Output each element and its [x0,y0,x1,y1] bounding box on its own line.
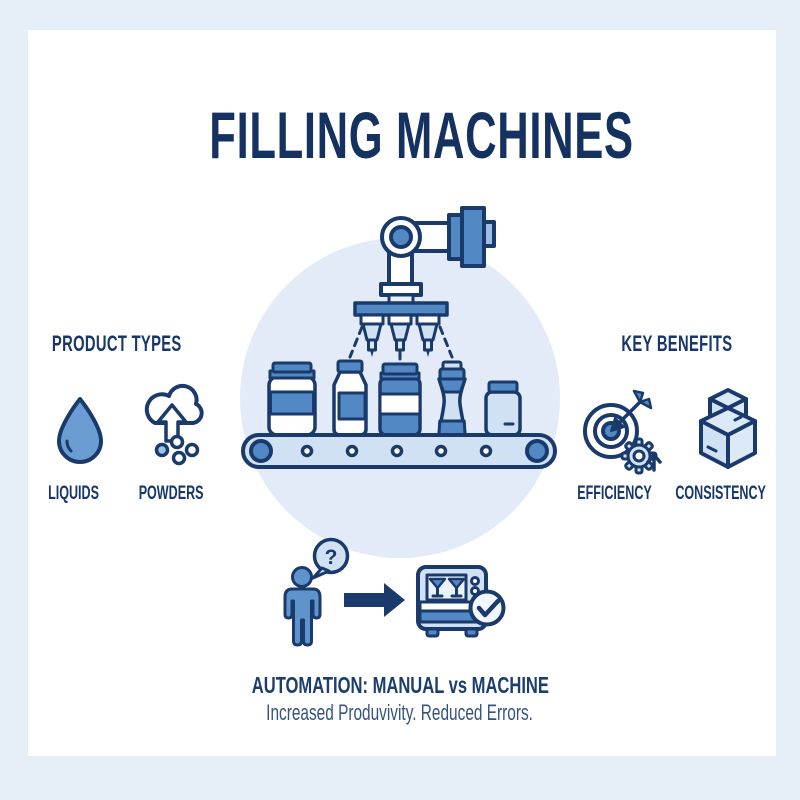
container-bottle [332,359,368,437]
liquids-label: LIQUIDS [48,483,100,504]
filling-nozzle [387,313,413,357]
robot-arm-icon [379,206,496,306]
container-curvy-bottle [437,360,467,437]
key-benefits-heading: KEY BENEFITS [621,331,733,356]
filling-nozzle [415,313,441,357]
conveyor-belt [241,433,557,469]
containers [267,359,522,437]
container-small-jar [484,380,522,437]
page-title: FILLING MACHINES [209,98,634,172]
water-drop-icon [57,397,103,464]
question-bubble: ? [311,537,350,580]
container-tall-jar [378,362,422,437]
product-types-heading: PRODUCT TYPES [51,331,182,356]
filling-nozzle [359,313,385,357]
manual-to-machine-arrow [344,583,405,617]
checkmark-badge [468,589,506,627]
powders-label: POWDERS [138,483,204,504]
person-icon [283,566,322,647]
container-wide-jar [267,361,317,437]
efficiency-label: EFFICIENCY [576,483,652,504]
stacked-boxes-icon [699,388,757,469]
consistency-label: CONSISTENCY [675,483,767,504]
target-dart-gear-icon [583,389,662,475]
powder-cloud-icon [144,383,204,466]
automation-subheading: Increased Produvivity. Reduced Errors. [266,700,534,725]
question-mark: ? [325,546,338,569]
automation-heading: AUTOMATION: MANUAL vs MACHINE [251,672,549,698]
filling-nozzles [348,301,454,371]
filling-machine-icon [416,565,506,638]
